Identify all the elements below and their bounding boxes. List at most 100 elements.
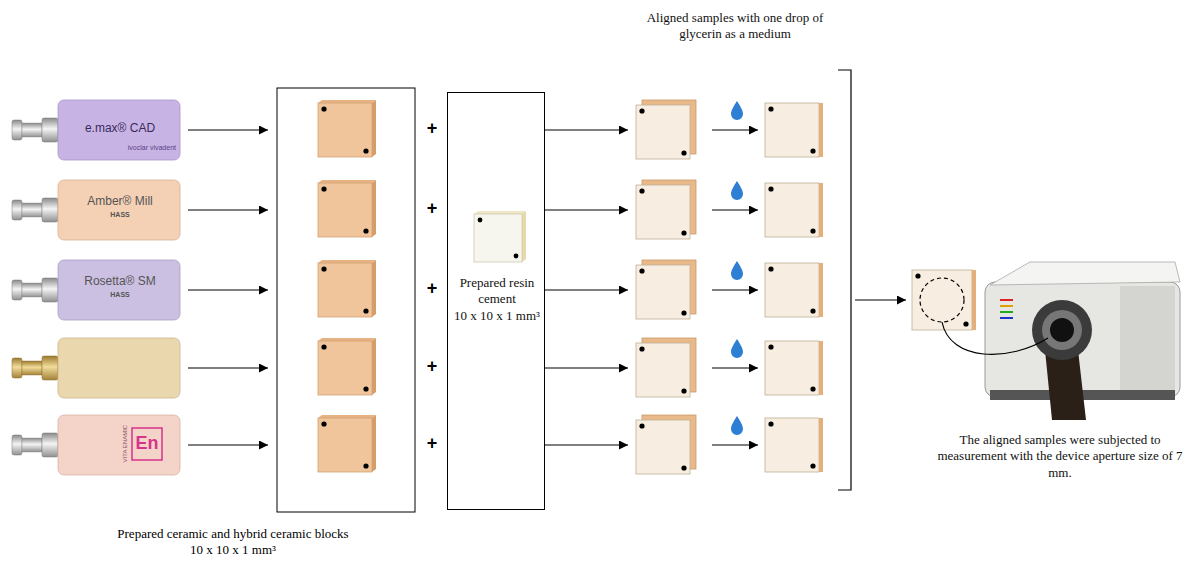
spectrophotometer: [1120, 286, 1175, 390]
aligned-specimen-pair: [636, 100, 696, 159]
resin-cement-specimen: [474, 211, 526, 214]
flow-arrow: [545, 444, 628, 445]
resin-cement-specimen: [514, 254, 519, 259]
logo-mark: En: [132, 433, 162, 455]
plus-sign: +: [423, 356, 441, 378]
ceramic-specimen: [318, 415, 376, 472]
spectrophotometer: [1050, 318, 1074, 342]
box-text: 10 x 10 x 1 mm³: [450, 308, 544, 324]
measurement-device-group: The aligned samples were subjected to me…: [906, 255, 1187, 487]
grouping-bracket: [838, 70, 851, 490]
spectrophotometer: [1032, 300, 1092, 360]
aligned-samples-group: Aligned samples with one drop of glyceri…: [628, 8, 855, 500]
process-arrow: [188, 367, 268, 368]
measured-specimen: [963, 321, 968, 326]
text-stack: Aligned samples with one drop of glyceri…: [630, 10, 840, 43]
measured-specimen: [972, 270, 976, 330]
ceramic-specimen: [318, 180, 376, 237]
aligned-specimen-pair: [636, 338, 696, 397]
cad-block: [58, 100, 180, 160]
pointer-line: [942, 322, 1048, 354]
process-arrow: [188, 289, 268, 290]
combined-specimen: [765, 418, 823, 472]
combined-specimen: [765, 341, 823, 395]
process-arrow: [188, 209, 268, 210]
process-arrow: [712, 289, 758, 290]
process-arrow: [188, 129, 268, 130]
process-arrow: [712, 129, 758, 130]
flow-arrow: [855, 299, 906, 300]
brand-name: Rosetta® SM: [66, 274, 174, 288]
figure-caption: Prepared ceramic and hybrid ceramic bloc…: [115, 526, 351, 557]
resin-cement-box: Prepared resin cement10 x 10 x 1 mm³: [447, 92, 545, 510]
measured-specimen: [912, 270, 976, 330]
flow-arrow: [545, 129, 628, 130]
process-arrow: [188, 130, 758, 445]
measured-specimen: [912, 270, 972, 330]
cad-block: [58, 180, 180, 240]
measured-specimen: [920, 278, 964, 322]
aligned-specimen-pair: [636, 100, 696, 474]
resin-cement-specimen: [522, 211, 526, 262]
process-arrow: [712, 444, 758, 445]
glycerin-drop: [731, 339, 743, 358]
brand-name: ivoclar vivadent: [116, 144, 176, 152]
brand-name: HASS: [66, 211, 174, 219]
glycerin-drop: [731, 101, 743, 120]
text-stack: The aligned samples were subjected to me…: [935, 432, 1185, 481]
spectrophotometer: [985, 262, 1180, 420]
spectrophotometer: [1000, 311, 1013, 313]
combined-specimen: [765, 103, 823, 472]
process-arrow: [712, 209, 758, 210]
plus-sign: +: [423, 198, 441, 220]
combined-specimen: [765, 263, 823, 317]
text-stack: Prepared resin cement10 x 10 x 1 mm³: [450, 275, 544, 324]
combined-specimen: [765, 183, 823, 237]
spectrophotometer: [1000, 299, 1013, 301]
process-arrow: [712, 367, 758, 368]
spectrophotometer: [1000, 317, 1013, 319]
resin-cement-specimen: [474, 214, 522, 262]
ceramic-specimen: [318, 260, 376, 317]
ceramic-specimen: [318, 100, 376, 472]
glycerin-drop: [731, 416, 743, 435]
flow-arrow: [545, 367, 628, 368]
flow-arrow: [545, 289, 628, 290]
pointer-line: [942, 322, 1048, 354]
combined-specimen: [765, 103, 823, 157]
spectrophotometer: [985, 282, 1180, 397]
glycerin-drop: [731, 101, 743, 435]
cad-block: [12, 100, 180, 475]
ceramic-specimen: [318, 100, 376, 157]
aligned-specimen-pair: [636, 180, 696, 239]
spectrophotometer: [990, 262, 1180, 285]
resin-cement-specimen: [478, 218, 483, 223]
plus-sign: +: [423, 118, 441, 140]
glycerin-drop: [731, 261, 743, 280]
specimen-column-box: [277, 88, 415, 512]
spectrophotometer: [1045, 350, 1086, 420]
measured-specimen: [915, 273, 920, 278]
ceramic-specimen: [318, 338, 376, 395]
brand-name: VITA ENAMIC: [122, 419, 129, 469]
cad-block: [58, 338, 180, 398]
aligned-specimen-pair: [636, 260, 696, 319]
box-text: Prepared resin cement: [450, 275, 544, 308]
brand-name: e.max® CAD: [66, 121, 174, 135]
grouping-bracket: [838, 70, 851, 490]
specimen-column-box: [277, 88, 415, 512]
device-caption: The aligned samples were subjected to me…: [935, 432, 1185, 481]
cad-block: [58, 415, 180, 475]
brand-name: HASS: [66, 291, 174, 299]
spectrophotometer: [1042, 310, 1082, 350]
plus-sign: +: [423, 433, 441, 455]
aligned-specimen-pair: [636, 415, 696, 474]
process-arrow: [188, 444, 268, 445]
cad-block: [58, 260, 180, 320]
resin-cement-specimen: [474, 211, 526, 262]
